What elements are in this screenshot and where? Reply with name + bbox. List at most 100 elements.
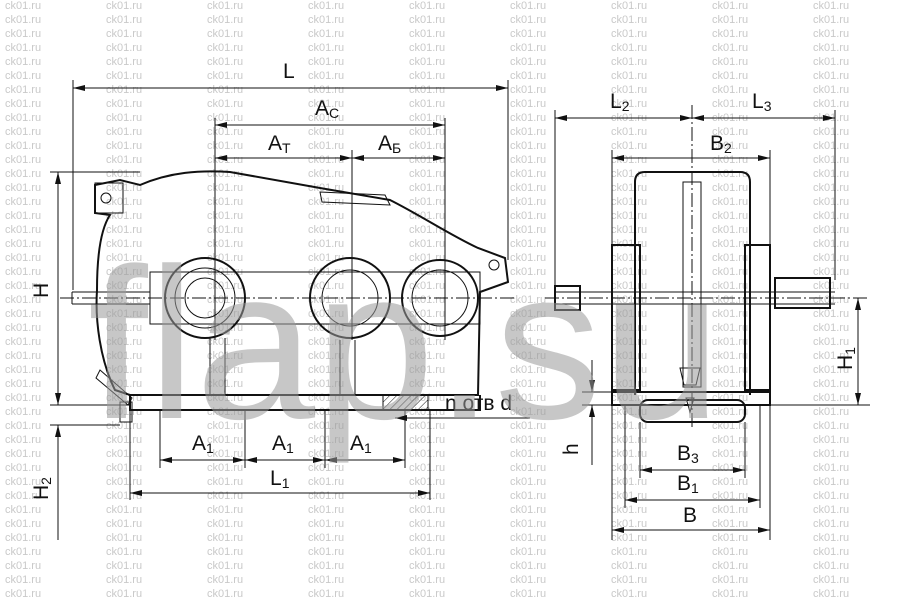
watermark-text: ck01.ru <box>611 280 648 292</box>
watermark-text: ck01.ru <box>611 42 648 54</box>
watermark-text: ck01.ru <box>106 56 143 68</box>
watermark-text: ck01.ru <box>106 364 143 376</box>
watermark-text: ck01.ru <box>510 14 547 26</box>
watermark-text: ck01.ru <box>813 336 850 348</box>
watermark-text: ck01.ru <box>308 224 345 236</box>
watermark-text: ck01.ru <box>106 336 143 348</box>
watermark-text: ck01.ru <box>611 14 648 26</box>
watermark-text: ck01.ru <box>5 126 42 138</box>
watermark-text: ck01.ru <box>813 392 850 404</box>
watermark-text: ck01.ru <box>308 350 345 362</box>
watermark-text: ck01.ru <box>207 56 244 68</box>
watermark-text: ck01.ru <box>409 126 446 138</box>
watermark-text: ck01.ru <box>409 0 446 12</box>
watermark-text: ck01.ru <box>813 476 850 488</box>
watermark-text: ck01.ru <box>5 420 42 432</box>
watermark-text: ck01.ru <box>308 420 345 432</box>
watermark-text: ck01.ru <box>510 322 547 334</box>
watermark-text: ck01.ru <box>308 28 345 40</box>
watermark-text: ck01.ru <box>813 196 850 208</box>
watermark-text: ck01.ru <box>106 224 143 236</box>
watermark-text: ck01.ru <box>308 560 345 572</box>
watermark-text: ck01.ru <box>207 140 244 152</box>
watermark-text: ck01.ru <box>510 140 547 152</box>
watermark-text: ck01.ru <box>712 322 749 334</box>
watermark-text: ck01.ru <box>510 70 547 82</box>
watermark-text: ck01.ru <box>106 182 143 194</box>
watermark-text: ck01.ru <box>510 462 547 474</box>
housing-outline <box>94 170 510 396</box>
watermark-text: ck01.ru <box>510 210 547 222</box>
watermark-text: ck01.ru <box>611 574 648 586</box>
watermark-text: ck01.ru <box>5 266 42 278</box>
watermark-text: ck01.ru <box>611 420 648 432</box>
watermark-text: ck01.ru <box>5 462 42 474</box>
watermark-text: ck01.ru <box>611 434 648 446</box>
watermark-text: ck01.ru <box>409 182 446 194</box>
watermark-text: ck01.ru <box>813 70 850 82</box>
watermark-text: ck01.ru <box>207 112 244 124</box>
watermark-text: ck01.ru <box>611 336 648 348</box>
watermark-text: ck01.ru <box>813 434 850 446</box>
watermark-text: ck01.ru <box>207 420 244 432</box>
label-Ac: AC <box>315 97 339 121</box>
watermark-text: ck01.ru <box>712 476 749 488</box>
watermark-text: ck01.ru <box>5 546 42 558</box>
watermark-text: ck01.ru <box>813 350 850 362</box>
watermark-text: ck01.ru <box>510 56 547 68</box>
watermark-text: ck01.ru <box>308 42 345 54</box>
watermark-text: ck01.ru <box>712 574 749 586</box>
watermark-text: ck01.ru <box>207 476 244 488</box>
watermark-text: ck01.ru <box>510 238 547 250</box>
watermark-text: ck01.ru <box>409 504 446 516</box>
watermark-text: ck01.ru <box>5 532 42 544</box>
watermark-text: ck01.ru <box>409 196 446 208</box>
watermark-text: ck01.ru <box>106 420 143 432</box>
watermark-text: ck01.ru <box>106 378 143 390</box>
watermark-text: ck01.ru <box>207 28 244 40</box>
watermark-text: ck01.ru <box>813 98 850 110</box>
watermark-text: ck01.ru <box>510 434 547 446</box>
watermark-text: ck01.ru <box>611 462 648 474</box>
bolt-hole <box>100 192 112 204</box>
watermark-text: ck01.ru <box>308 574 345 586</box>
watermark-text: ck01.ru <box>106 560 143 572</box>
watermark-text: ck01.ru <box>308 336 345 348</box>
watermark-text: ck01.ru <box>106 504 143 516</box>
watermark-text: ck01.ru <box>409 168 446 180</box>
watermark-text: ck01.ru <box>5 42 42 54</box>
watermark-text: ck01.ru <box>308 294 345 306</box>
watermark-text: ck01.ru <box>712 42 749 54</box>
watermark-text: ck01.ru <box>409 336 446 348</box>
watermark-text: ck01.ru <box>106 532 143 544</box>
watermark-text: ck01.ru <box>308 0 345 12</box>
watermark-text: ck01.ru <box>5 336 42 348</box>
watermark-text: ck01.ru <box>510 560 547 572</box>
watermark-text: ck01.ru <box>510 112 547 124</box>
watermark-text: ck01.ru <box>5 84 42 96</box>
watermark-text: ck01.ru <box>510 28 547 40</box>
watermark-text: ck01.ru <box>510 420 547 432</box>
watermark-text: ck01.ru <box>5 14 42 26</box>
watermark-text: ck01.ru <box>611 476 648 488</box>
watermark-text: ck01.ru <box>409 574 446 586</box>
watermark-text: ck01.ru <box>106 574 143 586</box>
watermark-text: ck01.ru <box>106 14 143 26</box>
watermark-text: ck01.ru <box>813 406 850 418</box>
watermark-text: ck01.ru <box>106 98 143 110</box>
watermark-text: ck01.ru <box>510 196 547 208</box>
watermark-text: ck01.ru <box>308 476 345 488</box>
watermark-text: ck01.ru <box>712 140 749 152</box>
watermark-text: ck01.ru <box>611 406 648 418</box>
watermark-text: ck01.ru <box>106 252 143 264</box>
watermark-text: ck01.ru <box>308 518 345 530</box>
watermark-text: ck01.ru <box>813 238 850 250</box>
watermark-text: ck01.ru <box>308 210 345 222</box>
watermark-text: ck01.ru <box>510 406 547 418</box>
watermark-text: ck01.ru <box>207 182 244 194</box>
watermark-text: ck01.ru <box>813 182 850 194</box>
label-H1: H1 <box>834 347 858 370</box>
watermark-text: ck01.ru <box>813 364 850 376</box>
watermark-text: ck01.ru <box>813 378 850 390</box>
